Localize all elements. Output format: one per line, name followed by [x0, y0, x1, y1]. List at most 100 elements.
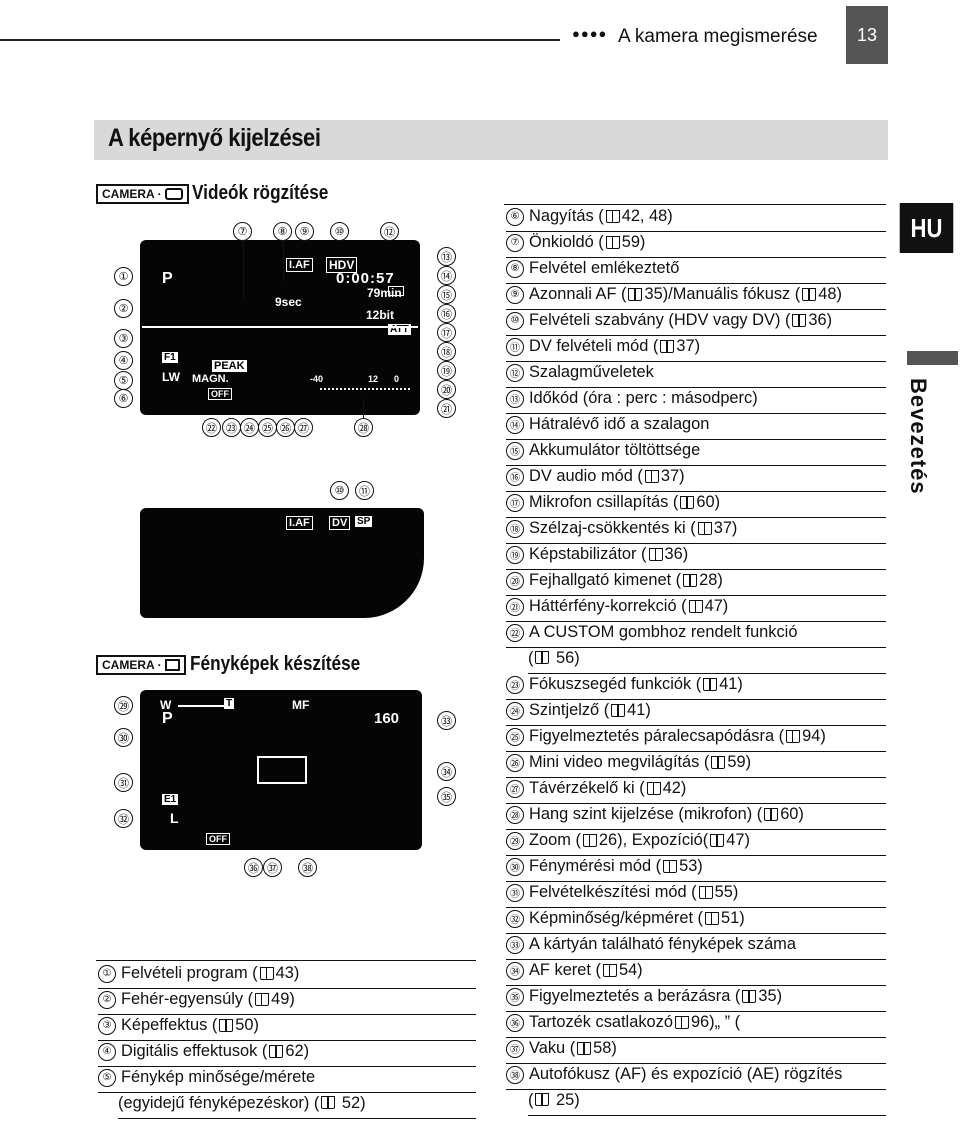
callout-2: ② [114, 299, 133, 318]
callout-8: ⑧ [273, 222, 292, 241]
item-text: Szalagműveletek [529, 363, 654, 381]
callout-16: ⑯ [437, 304, 456, 323]
item-number: ⑳ [506, 571, 524, 590]
level-0: 0 [394, 374, 400, 384]
level-12: 12 [368, 374, 379, 384]
tape-icon [164, 188, 183, 200]
callout-28: ㉘ [354, 418, 373, 437]
mf-label: MF [292, 698, 310, 712]
callout-13: ⑬ [437, 247, 456, 266]
book-icon [663, 860, 678, 873]
iaf-badge-2: I.AF [286, 516, 313, 530]
row-divider [506, 543, 886, 544]
book-icon [711, 756, 726, 769]
item-number: ① [98, 964, 116, 983]
callout-32: ㉜ [114, 809, 133, 828]
item-text: Szélzaj-csökkentés ki ( [529, 519, 696, 537]
item-mid-text: „ ” ( [714, 1013, 741, 1031]
item-text: Hátralévő idő a szalagon [529, 415, 710, 433]
item-text: Fejhallgató kimenet ( [529, 571, 682, 589]
program-p-photo: P [162, 710, 173, 727]
row-divider [506, 465, 886, 466]
page-ref: 58) [593, 1039, 617, 1057]
e1-badge: E1 [162, 794, 179, 805]
af-frame [257, 756, 307, 784]
item-number: ㉔ [506, 701, 524, 720]
item-text: Mini video megvilágítás ( [529, 753, 710, 771]
video-screen: P I.AF HDV 0:00:57 79min 12bit ATT 9sec … [140, 240, 420, 415]
row-divider [506, 517, 886, 518]
item-text: Képstabilizátor ( [529, 545, 647, 563]
row-divider [98, 1040, 476, 1041]
card-icon [164, 659, 180, 671]
language-tab: HU [899, 203, 954, 253]
book-icon [802, 288, 817, 301]
callout-3: ③ [114, 329, 133, 348]
zoom-t: T [224, 698, 235, 709]
item-number: ⑦ [506, 233, 524, 252]
header-section-title: A kamera megismerése [618, 26, 818, 47]
page-ref: 60) [696, 493, 721, 511]
row-divider [506, 985, 886, 986]
callout-10: ⑩ [330, 222, 349, 241]
row-divider [98, 1092, 476, 1093]
photo-count: 160 [374, 710, 400, 727]
book-icon [602, 964, 617, 977]
f1-badge: F1 [162, 352, 178, 363]
item-text: Felvételkészítési mód ( [529, 883, 697, 901]
leader-line [283, 241, 285, 281]
row-divider [506, 257, 886, 258]
item-number: ㊳ [506, 1065, 524, 1084]
section-title-bar [94, 120, 888, 160]
row-divider [506, 309, 886, 310]
row-divider [506, 335, 886, 336]
page-ref: 42) [662, 779, 687, 797]
page-ref: 37) [660, 467, 685, 485]
page-ref: 35) [758, 987, 783, 1005]
page-ref: 36) [664, 545, 689, 563]
legend-item-continuation: ( 56) [528, 649, 580, 668]
callout-33: ㉝ [437, 711, 456, 730]
legend-item-continuation: ( 25) [528, 1091, 580, 1110]
page-ref: 50) [235, 1016, 259, 1034]
book-icon [648, 548, 663, 561]
item-text: Fénymérési mód ( [529, 857, 662, 875]
item-number: ⑫ [506, 363, 524, 382]
callout-38: ㊳ [298, 858, 317, 877]
page-ref: 47) [704, 597, 729, 615]
row-divider [506, 855, 886, 856]
callout-15: ⑮ [437, 285, 456, 304]
page-ref: 42, 48) [621, 207, 673, 225]
page-ref: 51) [721, 909, 745, 927]
book-icon [660, 340, 675, 353]
zoom-w: W [160, 698, 172, 712]
item-number: ⑪ [506, 337, 524, 356]
row-divider [506, 647, 886, 648]
page-ref: 59) [727, 753, 752, 771]
page-title: A képernyő kijelzései [108, 124, 321, 152]
photo-section-title: Fényképek készítése [190, 653, 361, 675]
item-number: ㉙ [506, 831, 524, 850]
row-divider [506, 595, 886, 596]
item-text: ( [528, 649, 534, 667]
callout-35: ㉟ [437, 787, 456, 806]
remaining-time: 79min [367, 286, 402, 300]
callout-31: ㉛ [114, 773, 133, 792]
dv-badge: DV [329, 516, 351, 530]
item-text: DV felvételi mód ( [529, 337, 659, 355]
item-text: Digitális effektusok ( [121, 1042, 268, 1060]
page-ref-2: 48) [818, 285, 842, 303]
row-divider [98, 1066, 476, 1067]
